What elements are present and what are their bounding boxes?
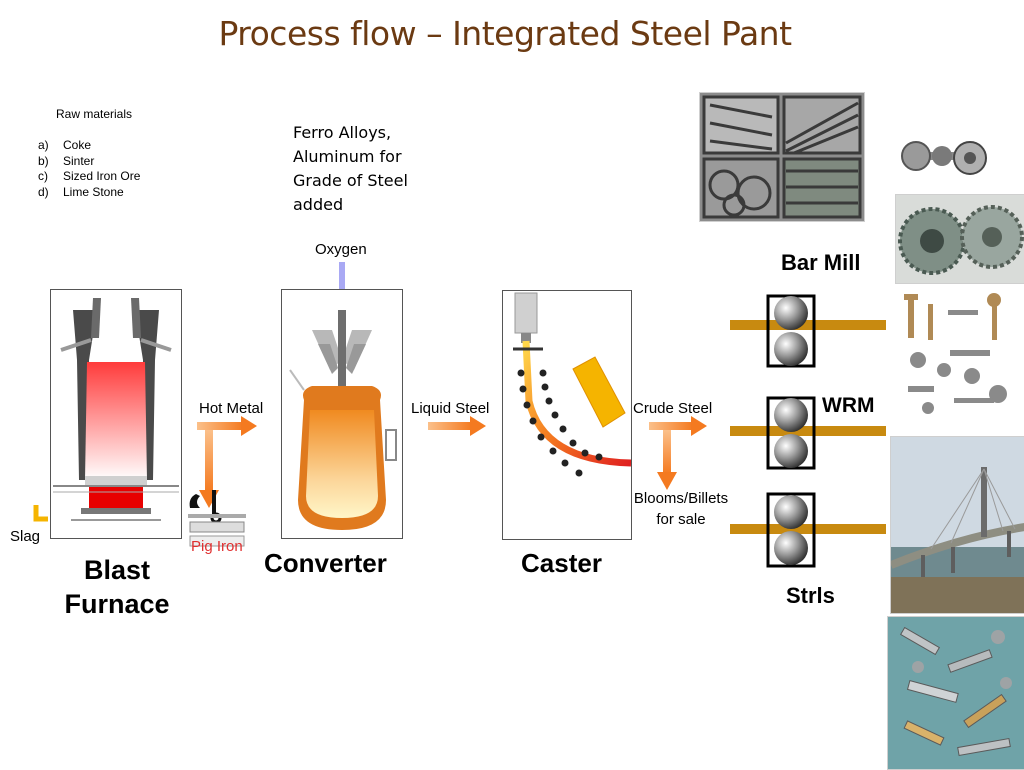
fasteners-photo [898, 290, 1024, 424]
list-item: d)Lime Stone [38, 184, 124, 199]
blooms-billets-label: Blooms/Billets for sale [633, 490, 729, 528]
blast-furnace-label: Blast Furnace [64, 555, 170, 619]
bridge-photo [890, 436, 1024, 614]
oxygen-label: Oxygen [315, 241, 367, 258]
slag-label: Slag [10, 528, 41, 545]
rolling-stands-illustration [730, 294, 886, 568]
liquid-steel-arrow [428, 416, 486, 436]
caster-label: Caster [521, 548, 602, 578]
crude-steel-label: Crude Steel [633, 400, 713, 417]
liquid-steel-label: Liquid Steel [411, 400, 490, 417]
converter-illustration [281, 289, 403, 539]
axle-photo [898, 126, 988, 188]
caster-illustration [502, 290, 632, 540]
converter-label: Converter [264, 548, 387, 578]
bolts-photo [887, 616, 1024, 770]
list-item: c)Sized Iron Ore [38, 169, 141, 183]
hot-metal-label: Hot Metal [199, 400, 264, 417]
pig-iron-label: Pig Iron [191, 538, 243, 555]
list-item: b)Sinter [38, 153, 95, 168]
slag-arrow [33, 505, 48, 522]
wrm-label: WRM [822, 394, 875, 417]
raw-materials-heading: Raw materials [56, 107, 133, 121]
list-item: a)Coke [38, 138, 92, 152]
raw-materials-list: a)Coke b)Sinter c)Sized Iron Ore d)Lime … [38, 138, 140, 200]
gears-photo [895, 194, 1024, 284]
strls-label: Strls [786, 583, 835, 608]
crude-steel-arrows [649, 416, 707, 490]
ferro-alloys-note: Ferro Alloys, Aluminum for Grade of Stee… [293, 123, 408, 214]
slide-title: Process flow – Integrated Steel Pant [218, 14, 792, 53]
bar-mill-label: Bar Mill [781, 250, 861, 275]
pig-iron-caster-icon [188, 490, 246, 547]
steel-products-photo [699, 92, 865, 222]
blast-furnace-illustration [50, 289, 182, 539]
